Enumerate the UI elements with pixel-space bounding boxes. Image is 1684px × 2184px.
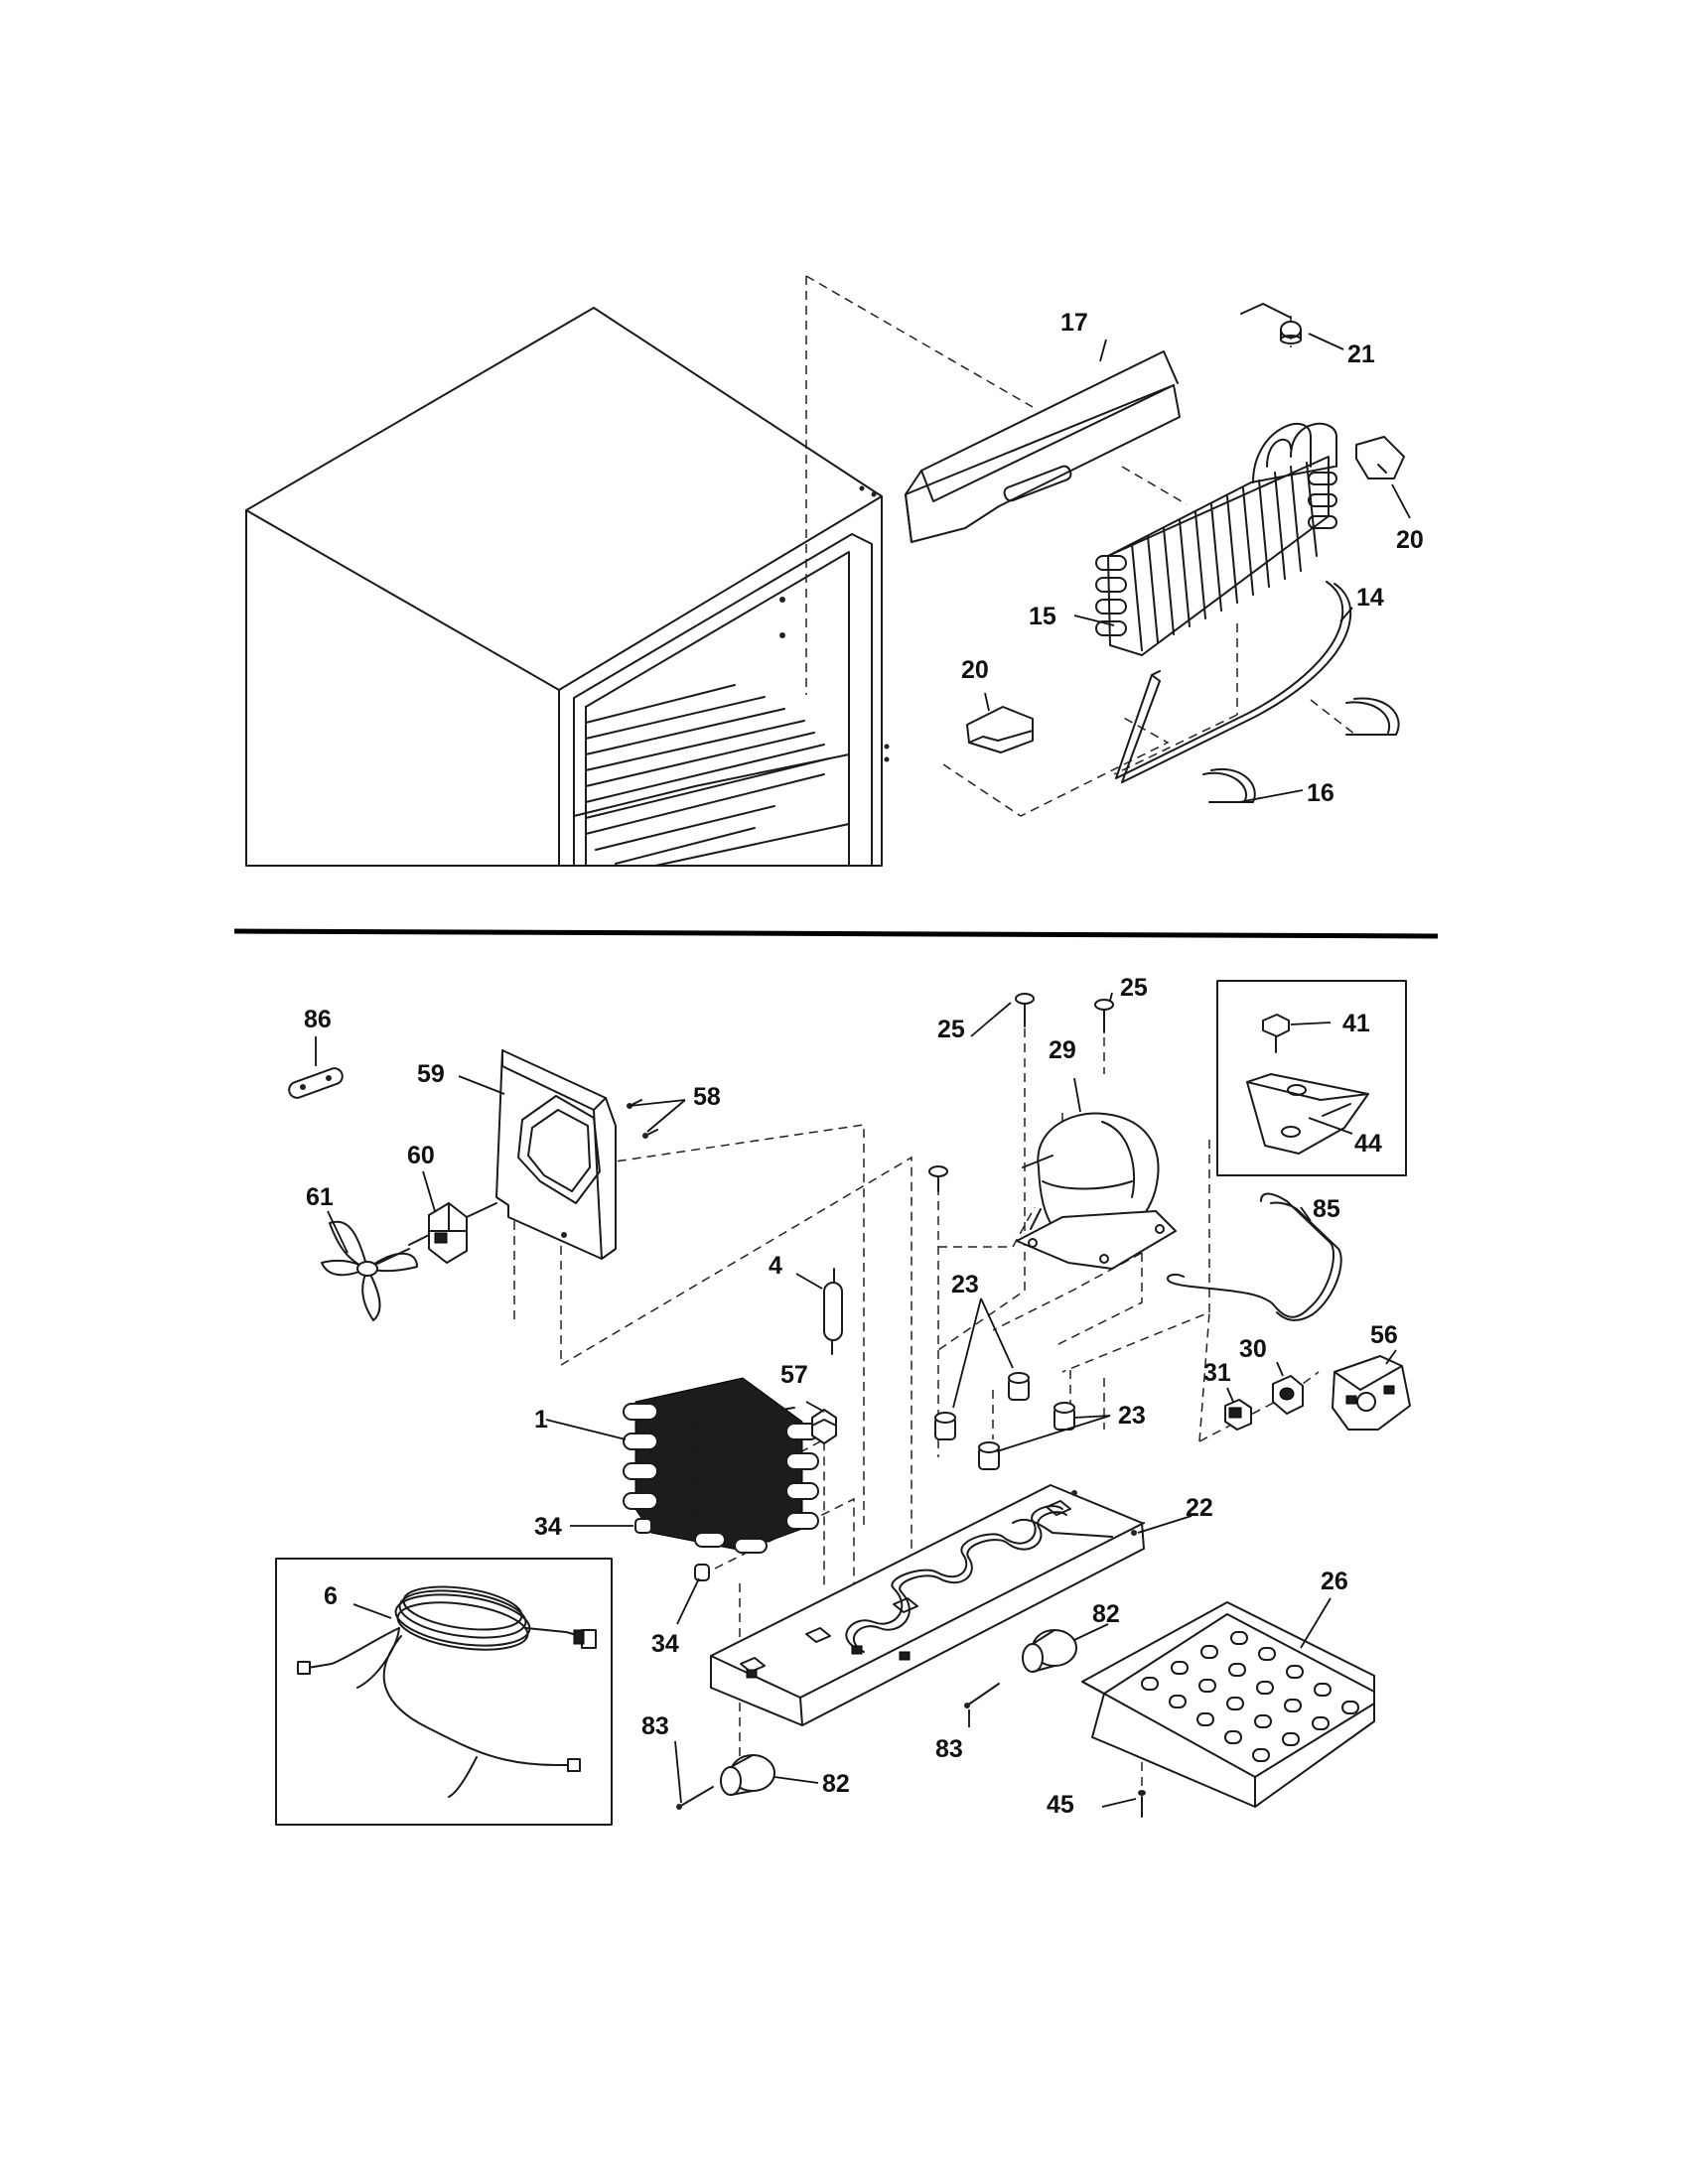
drier-4 xyxy=(823,1268,843,1355)
foot-82-left xyxy=(720,1754,775,1796)
callout-82-right: 82 xyxy=(1092,1600,1120,1628)
clip-16-a xyxy=(1202,767,1256,803)
callout-58: 58 xyxy=(693,1083,721,1111)
overload-30 xyxy=(1272,1375,1304,1415)
screw-25-left xyxy=(928,1165,948,1192)
callout-34-upper: 34 xyxy=(534,1513,562,1541)
grommet-23-d xyxy=(978,1441,1000,1470)
callout-83-left: 83 xyxy=(641,1712,669,1740)
callout-17: 17 xyxy=(1060,309,1088,337)
base-plate-22 xyxy=(710,1484,1145,1726)
fan-motor-60 xyxy=(408,1202,497,1264)
callout-59: 59 xyxy=(417,1060,445,1088)
drain-trough-17 xyxy=(905,350,1181,543)
callout-14: 14 xyxy=(1356,584,1384,612)
cap-21 xyxy=(1240,303,1302,344)
refrigerator-cabinet xyxy=(245,307,890,867)
inset-box-6 xyxy=(275,1558,613,1826)
drain-pan-26 xyxy=(1081,1601,1375,1808)
callout-4: 4 xyxy=(769,1252,782,1280)
spacer-34-lower xyxy=(694,1564,710,1581)
clip-57 xyxy=(811,1409,837,1444)
callout-61: 61 xyxy=(306,1183,334,1211)
relay-56 xyxy=(1332,1355,1411,1431)
screw-45 xyxy=(1138,1790,1146,1818)
heater-14 xyxy=(1115,581,1352,783)
section-divider xyxy=(233,928,1439,939)
callout-25-left: 25 xyxy=(937,1016,965,1043)
tube-85 xyxy=(1166,1192,1342,1321)
callout-29: 29 xyxy=(1049,1036,1076,1064)
callout-21: 21 xyxy=(1347,341,1375,368)
callout-31: 31 xyxy=(1203,1359,1231,1387)
harness-6 xyxy=(297,1585,597,1798)
fan-blade-61 xyxy=(321,1220,418,1321)
callout-83-right: 83 xyxy=(935,1735,963,1763)
callout-16: 16 xyxy=(1307,779,1334,807)
fan-shroud-59 xyxy=(495,1049,617,1260)
callout-44: 44 xyxy=(1354,1130,1382,1158)
pad-20-right xyxy=(1355,436,1405,479)
callout-85: 85 xyxy=(1313,1195,1340,1223)
callout-20-right: 20 xyxy=(1396,526,1424,554)
callout-41: 41 xyxy=(1342,1010,1370,1037)
callout-26: 26 xyxy=(1321,1568,1348,1595)
callout-22: 22 xyxy=(1186,1494,1213,1522)
spacer-34-upper xyxy=(634,1518,652,1534)
callout-20-left: 20 xyxy=(961,656,989,684)
screw-41 xyxy=(1262,1014,1290,1053)
bracket-86 xyxy=(288,1067,344,1099)
callout-57: 57 xyxy=(780,1361,808,1389)
grommet-23-c xyxy=(1053,1402,1075,1431)
evaporator-15 xyxy=(1095,422,1337,656)
callout-23-upper: 23 xyxy=(951,1271,979,1298)
screw-58-b xyxy=(642,1129,658,1139)
callout-1: 1 xyxy=(534,1406,548,1433)
callout-15: 15 xyxy=(1029,603,1056,630)
inset-box-41-44 xyxy=(1216,980,1407,1176)
callout-56: 56 xyxy=(1370,1321,1398,1349)
screw-83-left xyxy=(676,1786,714,1810)
callout-82-left: 82 xyxy=(822,1770,850,1798)
clip-31 xyxy=(1224,1399,1252,1431)
callout-34-lower: 34 xyxy=(651,1630,679,1658)
bracket-44 xyxy=(1246,1073,1369,1155)
foot-82-right xyxy=(1022,1629,1077,1673)
screw-25-right xyxy=(1094,999,1114,1033)
screw-83-right xyxy=(964,1683,1000,1708)
grommet-23-a xyxy=(1008,1372,1030,1401)
compressor-29 xyxy=(1016,1112,1177,1270)
callout-30: 30 xyxy=(1239,1335,1267,1363)
grommet-23-b xyxy=(934,1412,956,1440)
condenser-1 xyxy=(623,1377,819,1554)
clip-16-b xyxy=(1345,697,1400,736)
callout-6: 6 xyxy=(324,1582,338,1610)
callout-23-lower: 23 xyxy=(1118,1402,1146,1430)
screw-25-middle xyxy=(1015,993,1035,1027)
callout-86: 86 xyxy=(304,1006,332,1033)
pad-20-left xyxy=(966,706,1034,753)
callout-45: 45 xyxy=(1047,1791,1074,1819)
callout-25-right: 25 xyxy=(1120,974,1148,1002)
callout-60: 60 xyxy=(407,1142,435,1169)
